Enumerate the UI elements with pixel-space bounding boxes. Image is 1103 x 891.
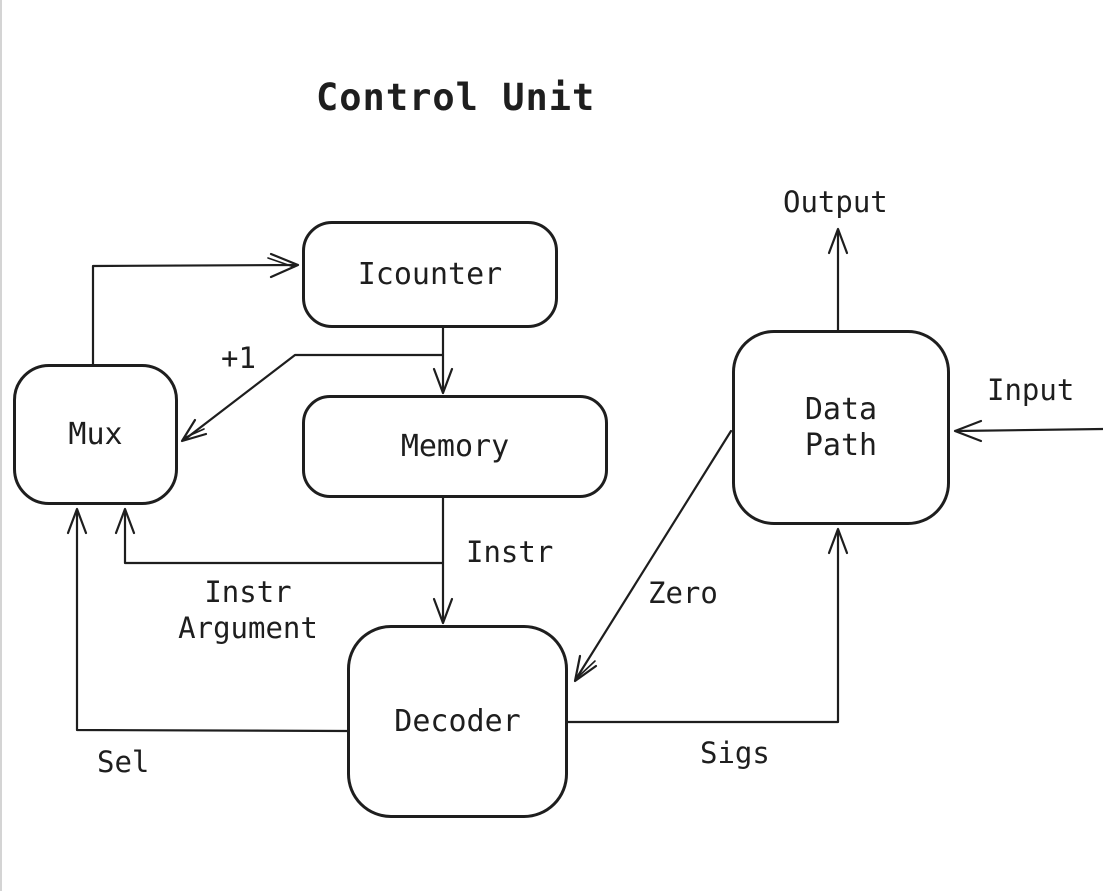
edge-memory-to-decoder xyxy=(432,496,454,625)
node-icounter: Icounter xyxy=(302,221,558,328)
edge-label-output: Output xyxy=(783,185,888,219)
edge-instr-argument-branch-to-mux xyxy=(114,507,445,565)
window-left-border xyxy=(0,0,2,891)
node-icounter-label: Icounter xyxy=(357,256,503,292)
edge-decoder-sigs-to-datapath xyxy=(566,527,849,724)
edge-mux-to-icounter xyxy=(91,252,300,366)
edge-datapath-to-output xyxy=(827,227,849,332)
edge-plus-one-branch-to-mux xyxy=(180,353,445,443)
node-memory: Memory xyxy=(302,395,608,498)
edge-label-sigs: Sigs xyxy=(700,736,770,770)
edge-icounter-to-memory xyxy=(432,326,454,395)
edge-label-instr: Instr xyxy=(466,535,554,569)
node-decoder: Decoder xyxy=(347,625,568,818)
edge-datapath-zero-to-decoder xyxy=(573,429,733,683)
node-memory-label: Memory xyxy=(400,428,510,464)
edge-label-input: Input xyxy=(987,373,1075,407)
node-mux-label: Mux xyxy=(68,416,123,452)
node-mux: Mux xyxy=(13,364,178,505)
node-datapath-label: Data Path xyxy=(804,391,878,463)
node-datapath: Data Path xyxy=(732,330,950,525)
edge-label-zero: Zero xyxy=(648,576,718,610)
edge-input-to-datapath xyxy=(953,419,1103,443)
edge-label-plus-one: +1 xyxy=(221,341,256,375)
edge-decoder-sel-to-mux xyxy=(66,507,349,733)
diagram-title: Control Unit xyxy=(316,76,596,119)
edge-label-sel: Sel xyxy=(97,745,150,779)
edge-label-instr-argument: Instr Argument xyxy=(178,575,318,645)
node-decoder-label: Decoder xyxy=(394,703,521,739)
